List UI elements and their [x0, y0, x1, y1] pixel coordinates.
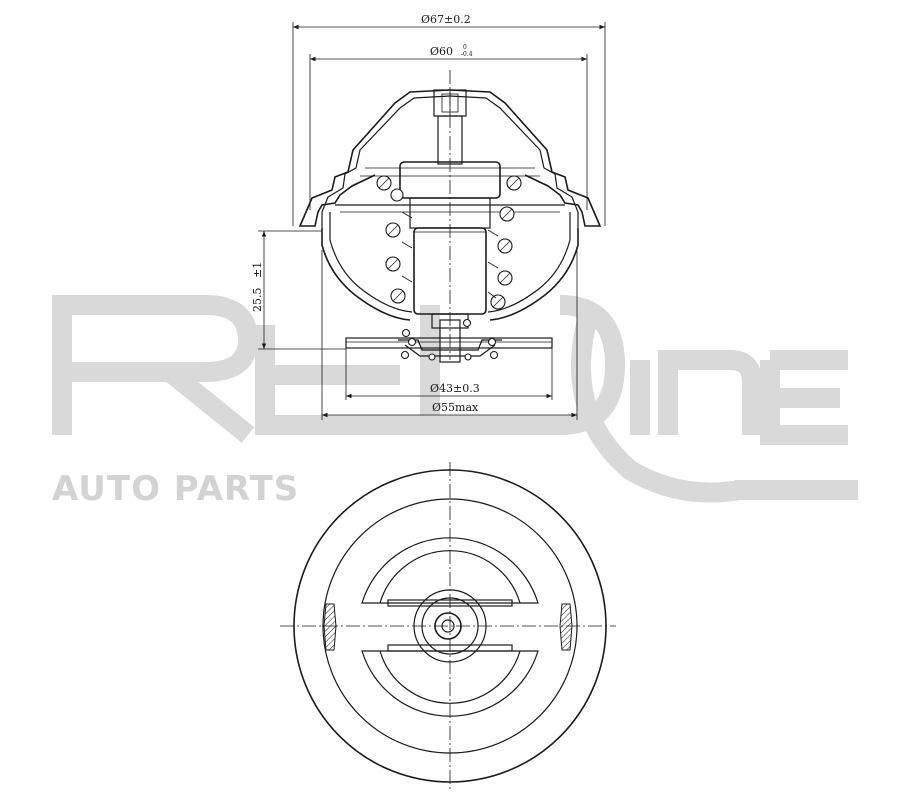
dim-height: 25.5 [251, 288, 264, 313]
brand-watermark: AUTO PARTS [52, 295, 858, 509]
seal-marker-right [559, 603, 573, 651]
dim-body-dia: Ø60 [430, 45, 453, 58]
brand-subtitle: AUTO PARTS [52, 469, 299, 509]
thermostat-section-view [298, 70, 602, 363]
dimension-annotations: Ø67±0.2 Ø60 0 -0.4 25.5 ±1 Ø43±0.3 Ø55ma… [251, 13, 606, 420]
dim-valve-dia: Ø43±0.3 [430, 382, 480, 395]
spring-left [376, 175, 413, 304]
dim-body-tol-upper: 0 [463, 44, 467, 51]
dim-height-tol: ±1 [251, 262, 264, 278]
seal-marker-left [323, 603, 337, 651]
dim-max-dia: Ø55max [432, 401, 479, 414]
spring-right [487, 175, 522, 310]
dim-body-tol-lower: -0.4 [461, 51, 473, 58]
dim-outer-flange: Ø67±0.2 [421, 13, 471, 26]
thermostat-bottom-view [280, 462, 616, 790]
